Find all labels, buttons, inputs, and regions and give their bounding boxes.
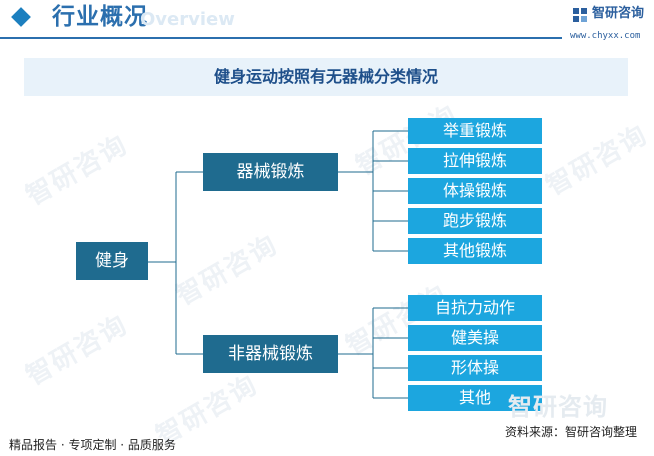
leaf-node: 健美操 — [408, 325, 542, 351]
diagram-title: 健身运动按照有无器械分类情况 — [213, 67, 438, 86]
root-node: 健身 — [76, 242, 148, 280]
brand-url[interactable]: www.chyxx.com — [570, 31, 641, 41]
branch-node-non-equipment: 非器械锻炼 — [203, 335, 338, 373]
section-title: 行业概况 — [52, 4, 148, 30]
watermark: 智研咨询 — [508, 393, 608, 421]
leaf-node: 自抗力动作 — [408, 295, 542, 321]
leaf-node: 体操锻炼 — [408, 178, 542, 204]
page-header: 行业概况 Overview 智研咨询 www.chyxx.com — [0, 0, 654, 41]
leaf-node: 形体操 — [408, 355, 542, 381]
brand-logo-icon — [573, 8, 587, 22]
leaf-node: 举重锻炼 — [408, 118, 542, 144]
leaf-node: 其他锻炼 — [408, 238, 542, 264]
footer-tagline: 精品报告 · 专项定制 · 品质服务 — [9, 438, 176, 452]
leaf-node: 其他 — [408, 385, 542, 411]
section-subtitle: Overview — [140, 9, 235, 30]
header-divider — [0, 37, 562, 39]
leaf-node: 跑步锻炼 — [408, 208, 542, 234]
diagram-title-bar: 健身运动按照有无器械分类情况 — [24, 58, 628, 96]
branch-node-equipment: 器械锻炼 — [203, 153, 338, 191]
leaf-node: 拉伸锻炼 — [408, 148, 542, 174]
brand-name: 智研咨询 — [592, 6, 645, 21]
source-note: 资料来源：智研咨询整理 — [505, 425, 638, 439]
